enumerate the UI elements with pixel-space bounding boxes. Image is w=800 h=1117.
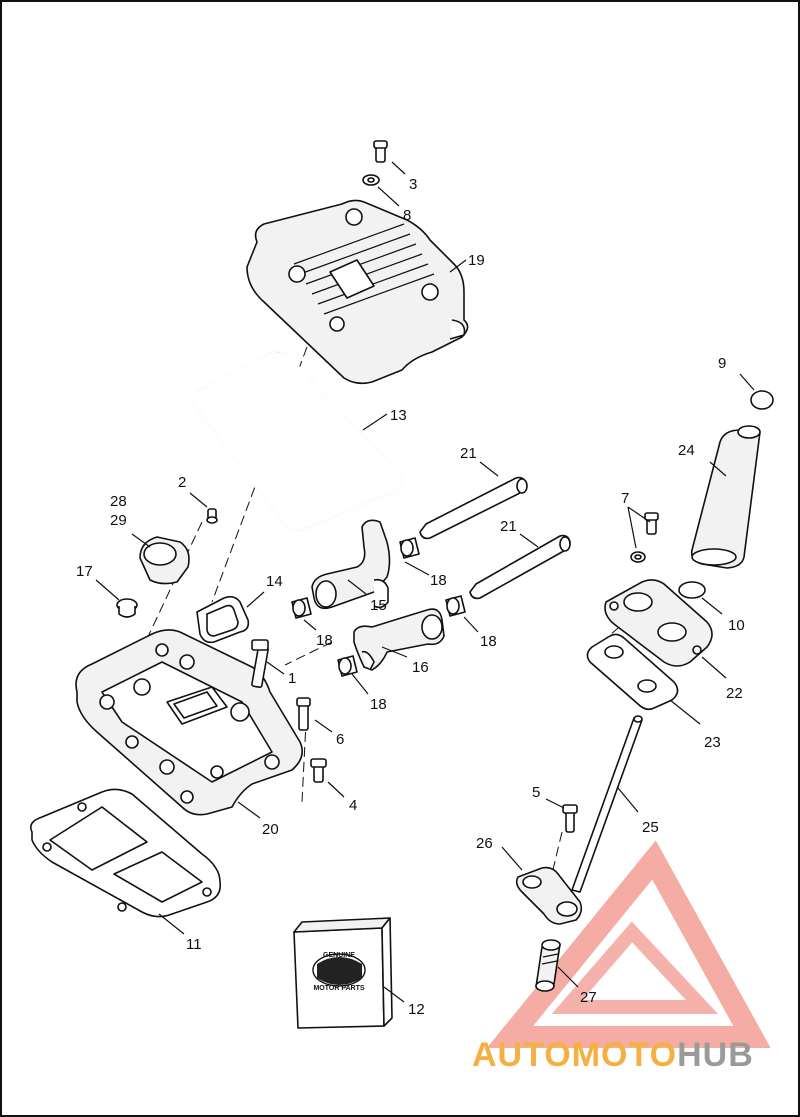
lifter-guide xyxy=(515,866,583,925)
cover-bolt xyxy=(373,140,388,163)
callout-10: 10 xyxy=(728,617,745,634)
leader-lines xyxy=(95,161,755,1003)
callout-2: 2 xyxy=(178,474,186,491)
support-bolt-long xyxy=(251,639,269,689)
callout-20: 20 xyxy=(262,821,279,838)
rocker-arm-lower xyxy=(353,608,445,671)
watermark-auto: AUTO xyxy=(472,1036,572,1074)
callout-12: 12 xyxy=(408,1001,425,1018)
callout-29: 29 xyxy=(110,512,127,529)
callout-28: 28 xyxy=(110,493,127,510)
callout-7: 7 xyxy=(621,490,629,507)
hydraulic-lifter xyxy=(535,939,561,992)
rocker-base-gasket xyxy=(29,788,222,918)
callout-labels: 1 2 3 4 5 6 7 8 9 10 11 12 13 14 15 16 1… xyxy=(76,176,745,1018)
cover-washer xyxy=(362,174,380,186)
svg-text:AUTOMOTOHUB: AUTOMOTOHUB xyxy=(472,1036,754,1074)
watermark-logo xyxy=(486,840,771,1048)
rocker-shafts xyxy=(419,476,571,600)
block-bolt xyxy=(630,512,659,563)
cover-gasket xyxy=(188,350,404,533)
kit-label-bottom: MOTOR PARTS xyxy=(313,985,364,992)
support-bolt-medium xyxy=(296,697,311,731)
pushrod-cover-block xyxy=(604,579,713,667)
pushrod-block-gasket xyxy=(586,633,679,711)
watermark-hub: HUB xyxy=(677,1036,754,1074)
rocker-cover xyxy=(246,199,469,385)
callout-6: 6 xyxy=(336,731,344,748)
callout-18b: 18 xyxy=(430,572,447,589)
callout-18d: 18 xyxy=(370,696,387,713)
pushrod-cover-upper-ring xyxy=(750,390,774,410)
callout-21a: 21 xyxy=(460,445,477,462)
watermark-moto: MOTO xyxy=(572,1036,677,1074)
callout-13: 13 xyxy=(390,407,407,424)
callout-8: 8 xyxy=(403,207,411,224)
guide-bolt xyxy=(562,804,578,833)
callout-21b: 21 xyxy=(500,518,517,535)
callout-22: 22 xyxy=(726,685,743,702)
callout-15: 15 xyxy=(370,597,387,614)
callout-18a: 18 xyxy=(316,632,333,649)
gasket-kit-box: GENUINE MOTOR PARTS xyxy=(293,917,393,1029)
breather-assembly xyxy=(139,508,218,585)
pushrod-cover-tube xyxy=(690,425,761,569)
bushings xyxy=(291,537,466,677)
drain-plug xyxy=(116,598,138,618)
callout-11: 11 xyxy=(186,936,202,953)
watermark-text: AUTOMOTOHUB xyxy=(472,1036,754,1074)
callout-24: 24 xyxy=(678,442,695,459)
callout-5: 5 xyxy=(532,784,540,801)
callout-19: 19 xyxy=(468,252,485,269)
callout-3: 3 xyxy=(409,176,417,193)
callout-23: 23 xyxy=(704,734,721,751)
callout-27: 27 xyxy=(580,989,597,1006)
support-bolt-short xyxy=(310,758,327,783)
callout-14: 14 xyxy=(266,573,283,590)
rocker-arm-upper xyxy=(311,519,391,610)
rocker-support-plate xyxy=(75,629,303,816)
callout-17: 17 xyxy=(76,563,93,580)
callout-26: 26 xyxy=(476,835,493,852)
callout-1: 1 xyxy=(288,670,296,687)
callout-18c: 18 xyxy=(480,633,497,650)
pushrod-cover-lower-ring xyxy=(678,581,706,599)
kit-label-top: GENUINE xyxy=(323,952,355,959)
callout-16: 16 xyxy=(412,659,429,676)
callout-9: 9 xyxy=(718,355,726,372)
pushrod xyxy=(571,715,643,893)
callout-25: 25 xyxy=(642,819,659,836)
breather-gasket xyxy=(196,595,250,644)
callout-4: 4 xyxy=(349,797,357,814)
